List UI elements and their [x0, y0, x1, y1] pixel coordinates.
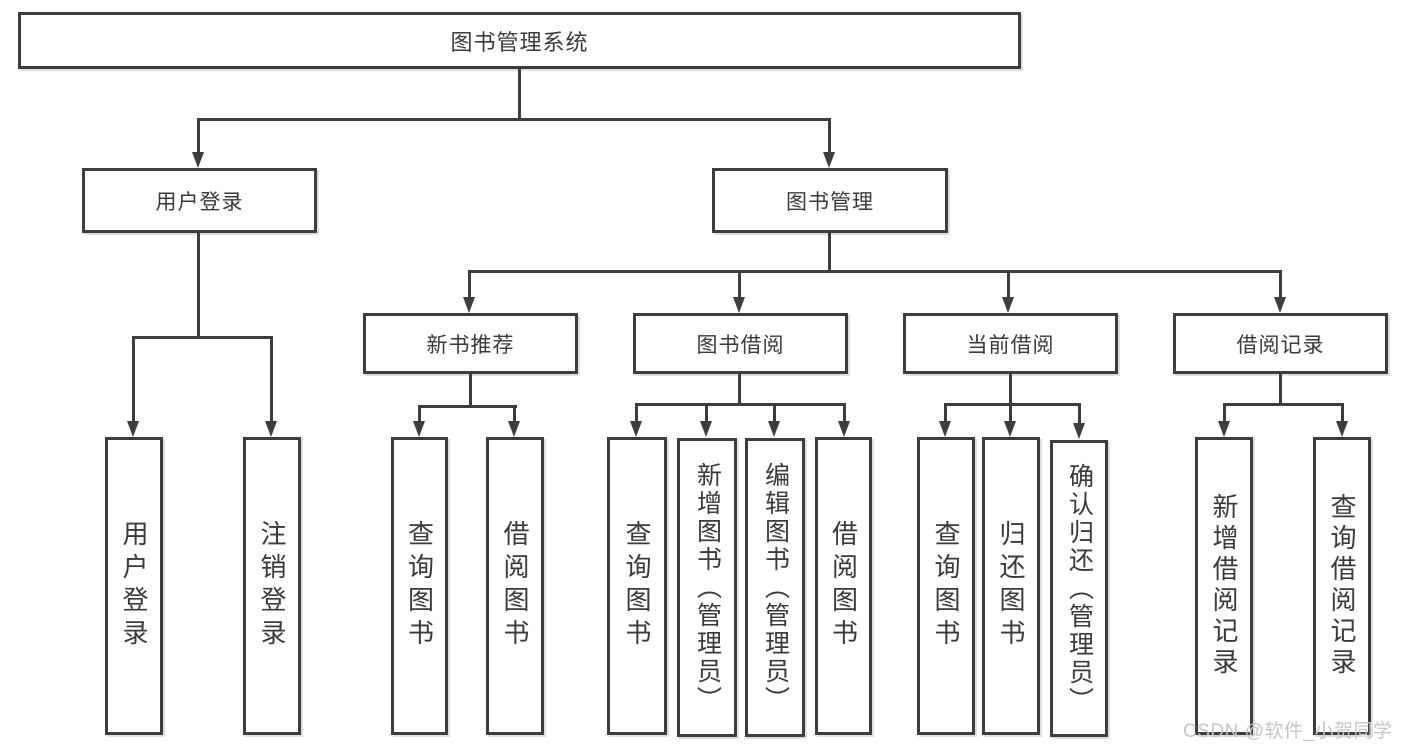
arrow-down-icon — [1073, 423, 1085, 439]
connector-line — [197, 118, 200, 154]
connector-line — [944, 403, 1081, 406]
node-label: 查询图书 — [404, 520, 435, 652]
leaf-return-book: 归还图书 — [982, 437, 1040, 735]
node-label: 新书推荐 — [426, 333, 515, 357]
connector-line — [418, 405, 517, 408]
leaf-borrow-book-1: 借阅图书 — [486, 437, 544, 735]
connector-line — [197, 118, 831, 121]
node-label: 查询借阅记录 — [1327, 493, 1357, 679]
connector-line — [1341, 403, 1344, 423]
leaf-add-book-admin: 新增图书（管理员） — [677, 438, 737, 737]
node-label: 注销登录 — [257, 520, 287, 652]
node-label: 图书借阅 — [696, 333, 785, 357]
connector-line — [468, 270, 1282, 273]
connector-line — [843, 403, 846, 423]
leaf-query-book-1: 查询图书 — [391, 437, 448, 735]
node-user-login: 用户登录 — [82, 168, 317, 233]
leaf-logout-login: 注销登录 — [243, 437, 301, 735]
connector-line — [270, 336, 273, 423]
arrow-down-icon — [265, 421, 277, 437]
connector-line — [705, 403, 708, 423]
connector-line — [132, 336, 135, 423]
connector-line — [944, 403, 947, 423]
node-book-borrow: 图书借阅 — [633, 313, 848, 374]
arrow-down-icon — [463, 297, 475, 313]
arrow-down-icon — [838, 421, 850, 437]
arrow-down-icon — [1002, 297, 1014, 313]
connector-line — [1009, 403, 1012, 423]
node-label: 确认归还（管理员） — [1065, 462, 1094, 715]
connector-line — [738, 374, 741, 405]
arrow-down-icon — [1336, 421, 1348, 437]
leaf-query-book-2: 查询图书 — [607, 437, 667, 735]
arrow-down-icon — [1004, 421, 1016, 437]
arrow-down-icon — [733, 297, 745, 313]
leaf-add-borrow-record: 新增借阅记录 — [1195, 437, 1253, 735]
node-current-borrow: 当前借阅 — [903, 313, 1118, 374]
node-label: 借阅图书 — [828, 520, 859, 652]
connector-line — [418, 405, 421, 423]
arrow-down-icon — [127, 421, 139, 437]
csdn-watermark: CSDN @软件_小贺同学 — [1183, 721, 1393, 742]
connector-line — [828, 233, 831, 273]
connector-line — [469, 374, 472, 405]
connector-line — [1279, 374, 1282, 405]
leaf-confirm-return-admin: 确认归还（管理员） — [1050, 440, 1108, 737]
connector-line — [197, 233, 200, 336]
arrow-down-icon — [939, 421, 951, 437]
arrow-down-icon — [768, 421, 780, 437]
node-label: 当前借阅 — [966, 333, 1055, 357]
leaf-borrow-book-2: 借阅图书 — [815, 437, 872, 735]
node-label: 用户登录 — [155, 190, 244, 214]
arrow-down-icon — [192, 152, 204, 168]
node-label: 查询图书 — [931, 520, 961, 652]
node-label: 归还图书 — [996, 520, 1026, 652]
node-label: 用户登录 — [119, 520, 149, 652]
leaf-query-borrow-record: 查询借阅记录 — [1313, 437, 1371, 735]
leaf-user-login: 用户登录 — [105, 437, 163, 735]
node-label: 图书管理系统 — [450, 29, 589, 55]
connector-line — [773, 403, 776, 423]
arrow-down-icon — [700, 421, 712, 437]
node-label: 编辑图书（管理员） — [761, 461, 790, 714]
leaf-query-book-3: 查询图书 — [917, 437, 975, 735]
arrow-down-icon — [508, 421, 520, 437]
node-label: 借阅图书 — [500, 520, 530, 652]
connector-line — [635, 403, 846, 406]
node-label: 图书管理 — [786, 190, 874, 214]
connector-line — [518, 69, 521, 118]
node-label: 查询图书 — [622, 520, 652, 652]
connector-line — [1279, 270, 1282, 299]
node-label: 新增图书（管理员） — [693, 461, 722, 714]
connector-line — [1078, 403, 1081, 423]
arrow-down-icon — [630, 421, 642, 437]
node-label: 借阅记录 — [1236, 333, 1325, 357]
connector-line — [1223, 403, 1226, 423]
connector-line — [635, 403, 638, 423]
arrow-down-icon — [1218, 421, 1230, 437]
node-library-management-system: 图书管理系统 — [18, 12, 1021, 69]
connector-line — [1007, 270, 1010, 299]
connector-line — [1223, 403, 1344, 406]
connector-line — [513, 405, 516, 423]
connector-line — [468, 270, 471, 299]
leaf-edit-book-admin: 编辑图书（管理员） — [745, 438, 805, 737]
node-book-management: 图书管理 — [712, 168, 948, 233]
connector-line — [738, 270, 741, 299]
connector-line — [132, 336, 273, 339]
arrow-down-icon — [1274, 297, 1286, 313]
node-borrow-records: 借阅记录 — [1173, 313, 1388, 374]
node-label: 新增借阅记录 — [1209, 493, 1239, 679]
arrow-down-icon — [413, 421, 425, 437]
connector-line — [1009, 374, 1012, 405]
connector-line — [828, 118, 831, 154]
node-new-book-recommend: 新书推荐 — [363, 313, 578, 374]
arrow-down-icon — [823, 152, 835, 168]
